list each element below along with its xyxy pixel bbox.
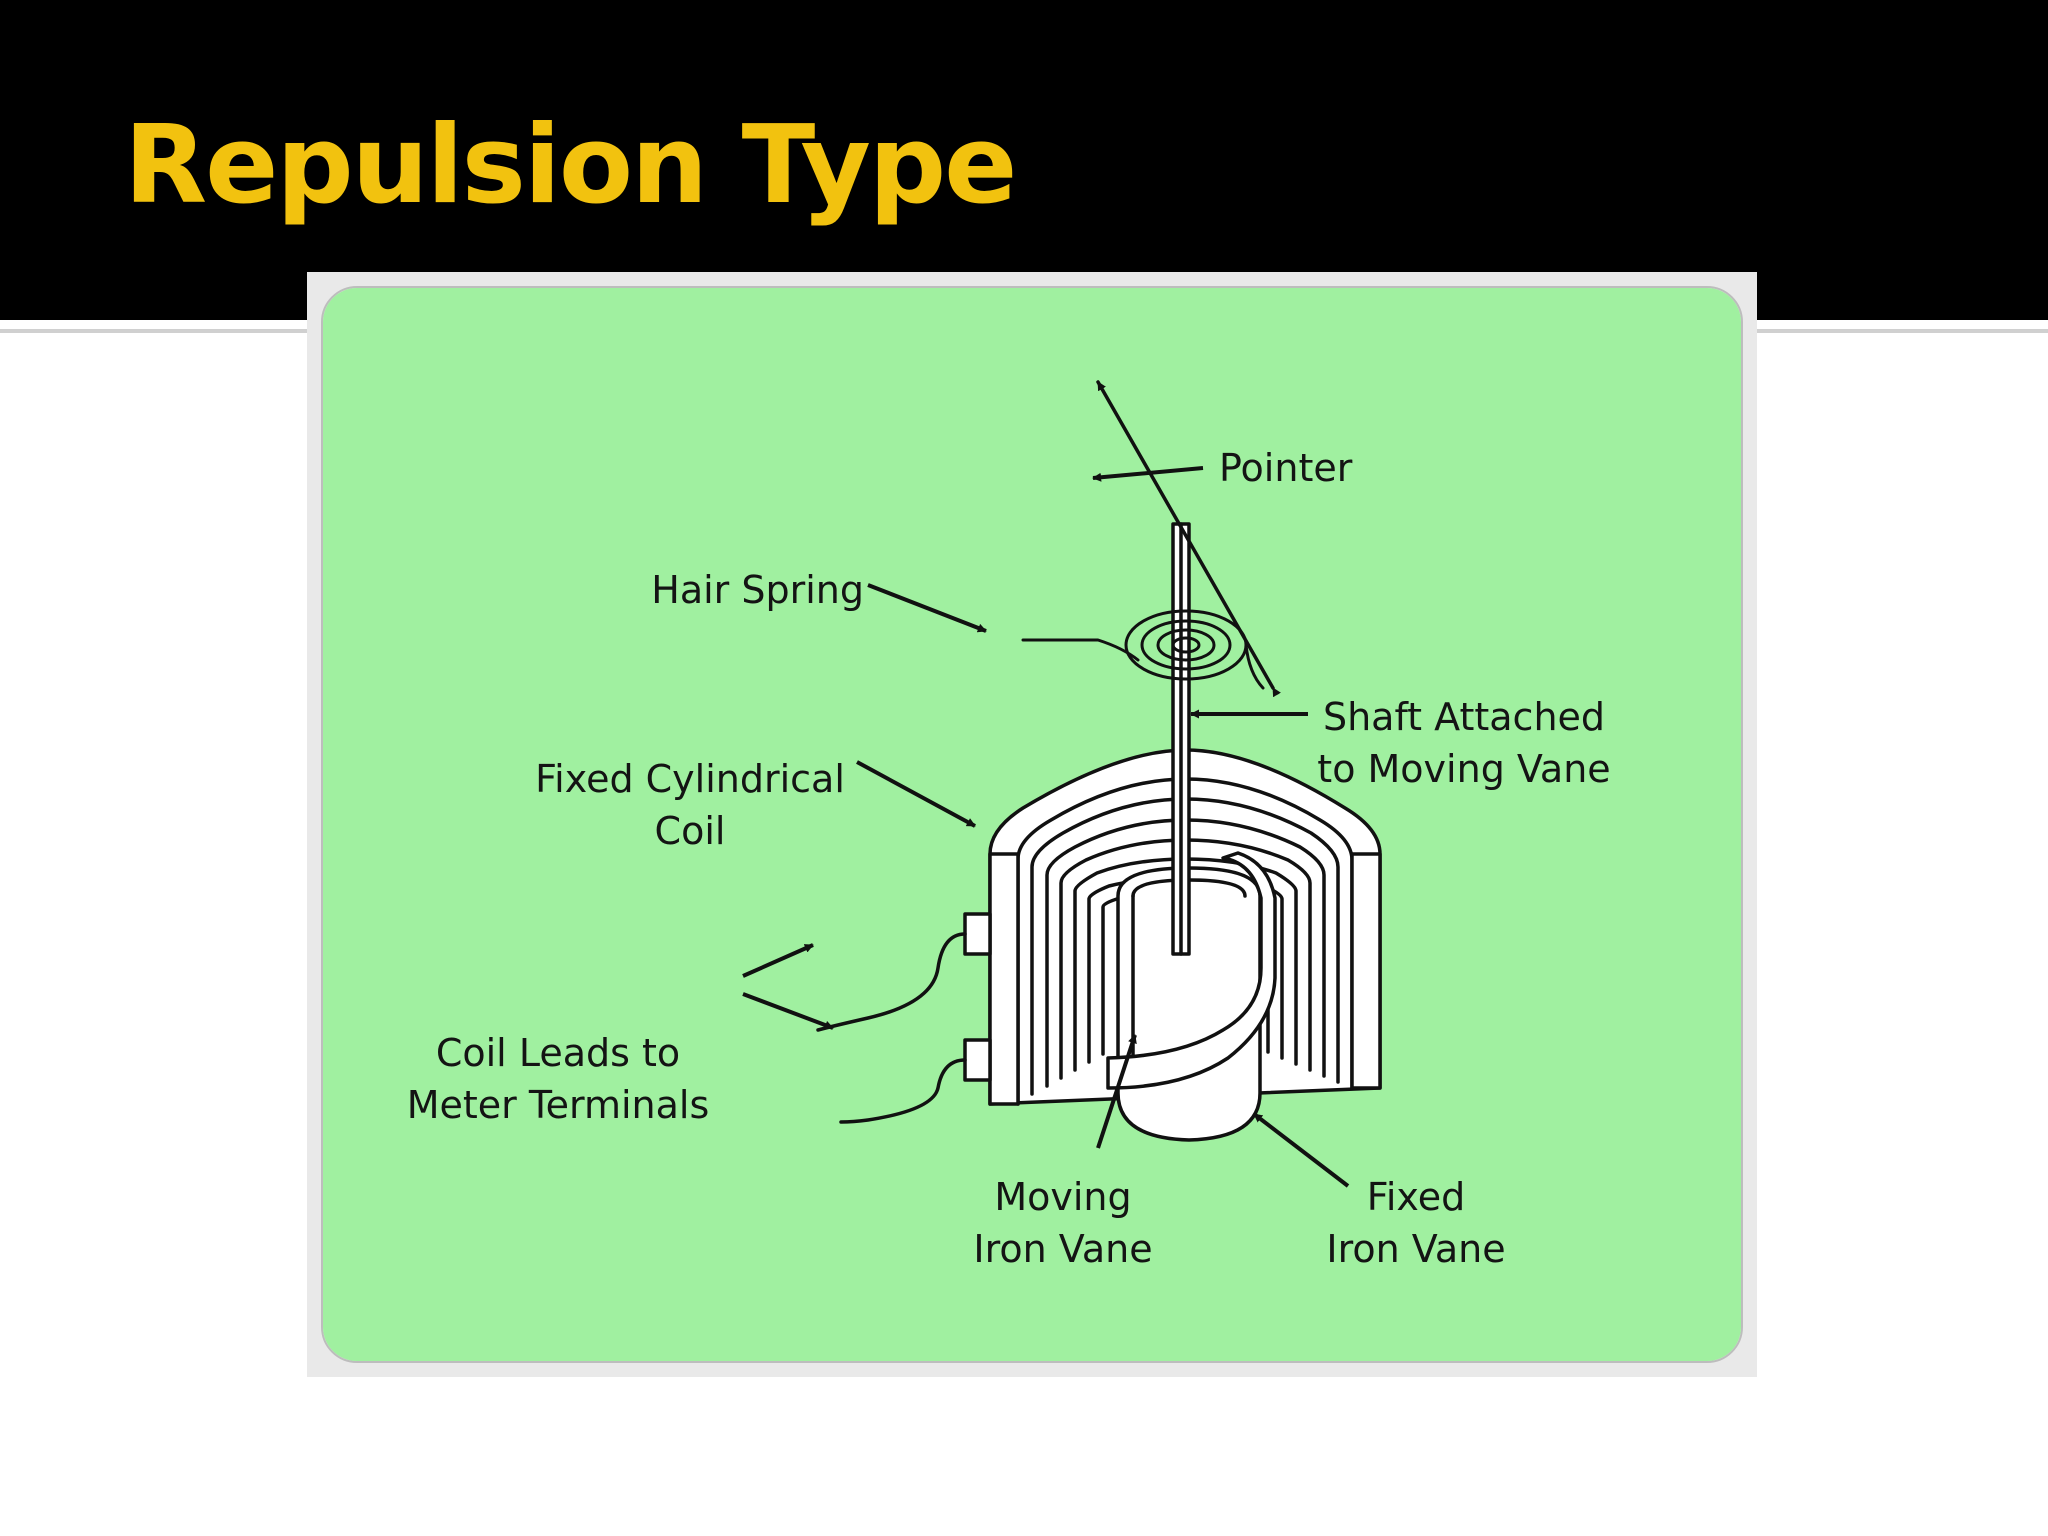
label-pointer: Pointer — [1219, 446, 1353, 490]
label-shaft-line1: Shaft Attached — [1323, 695, 1605, 739]
label-hair-spring: Hair Spring — [651, 568, 864, 612]
label-fixed-coil-line1: Fixed Cylindrical — [535, 757, 845, 801]
label-shaft-line2: to Moving Vane — [1317, 747, 1610, 791]
label-moving-vane-line2: Iron Vane — [973, 1227, 1152, 1271]
label-coil-leads-line2: Meter Terminals — [407, 1083, 710, 1127]
coil-leads-leader-lower — [742, 992, 834, 1030]
coil-leader — [856, 760, 976, 828]
slide-title: Repulsion Type — [124, 103, 1017, 228]
coil-terminals — [816, 912, 992, 1124]
label-fixed-coil-line2: Coil — [655, 809, 726, 853]
pointer-leader — [1092, 466, 1204, 482]
repulsion-meter-diagram: Pointer Hair Spring Fixed Cylindrical Co… — [323, 288, 1741, 1361]
label-coil-leads-line1: Coil Leads to — [436, 1031, 680, 1075]
coil-leads-leader-upper — [742, 943, 814, 978]
moving-iron-vane — [1106, 851, 1277, 1090]
pointer — [1096, 380, 1281, 698]
label-moving-vane-line1: Moving — [994, 1175, 1131, 1219]
moving-vane-leader — [1096, 1034, 1137, 1149]
diagram-panel: Pointer Hair Spring Fixed Cylindrical Co… — [321, 286, 1743, 1363]
label-fixed-vane-line2: Iron Vane — [1326, 1227, 1505, 1271]
hair-spring-leader — [867, 583, 987, 633]
title-bar — [0, 0, 2048, 320]
diagram-frame: Pointer Hair Spring Fixed Cylindrical Co… — [307, 272, 1757, 1377]
label-fixed-vane-line1: Fixed — [1367, 1175, 1465, 1219]
shaft — [1171, 522, 1191, 956]
fixed-vane-leader — [1252, 1112, 1350, 1188]
